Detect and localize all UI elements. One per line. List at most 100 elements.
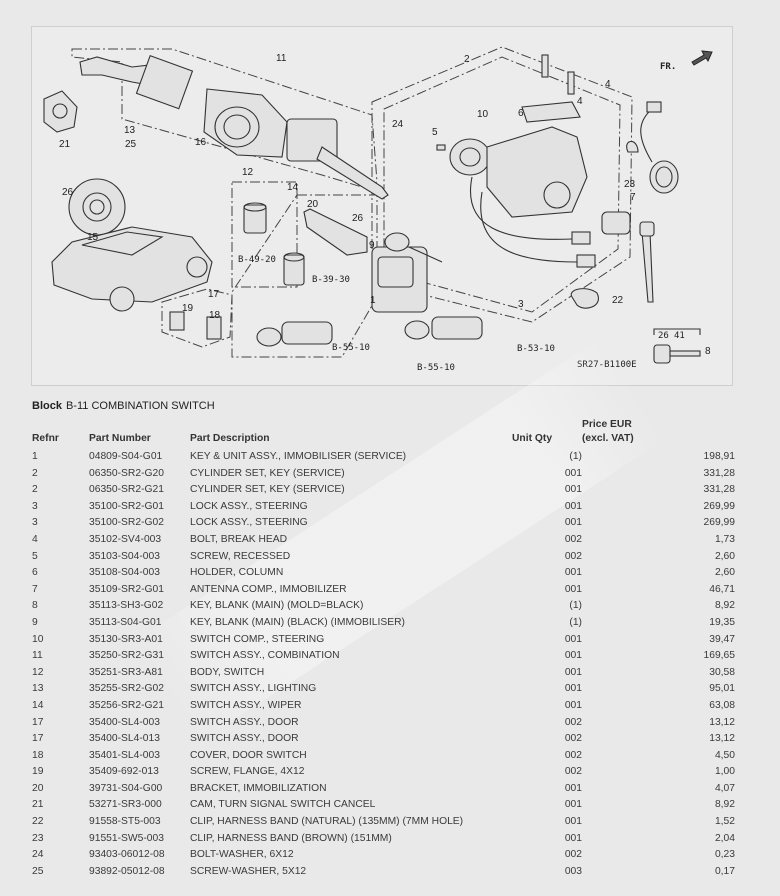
- cell-description: SCREW, FLANGE, 4X12: [190, 766, 305, 778]
- callout-18: 18: [209, 310, 221, 321]
- cell-part-number[interactable]: 04809-S04-G01: [89, 451, 163, 462]
- key-case-drawing: [371, 232, 443, 313]
- key-dim-26: 26: [658, 331, 669, 341]
- bolt-drawing: [436, 54, 575, 151]
- cell-part-number[interactable]: 35401-SL4-003: [89, 749, 160, 761]
- cell-description: SWITCH ASSY., DOOR: [190, 733, 299, 745]
- key-dim-41: 41: [674, 331, 685, 341]
- cell-part-number[interactable]: 35113-S04-G01: [89, 616, 162, 628]
- cell-part-number[interactable]: 35251-SR3-A81: [89, 666, 163, 678]
- cell-refnr: 20: [32, 782, 44, 794]
- callout-2: 2: [464, 54, 470, 65]
- cell-description: HOLDER, COLUMN: [190, 567, 284, 579]
- cell-part-number[interactable]: 35109-SR2-G01: [89, 583, 164, 595]
- cell-refnr: 4: [32, 533, 38, 545]
- callout-17: 17: [208, 289, 220, 300]
- cell-price: 8,92: [714, 600, 735, 612]
- cell-part-number[interactable]: 35255-SR2-G02: [89, 683, 164, 695]
- wiper-switch-drawing: [286, 118, 389, 200]
- cell-description: LOCK ASSY., STEERING: [190, 517, 308, 529]
- cell-part-number[interactable]: 53271-SR3-000: [89, 799, 162, 811]
- callout-12: 12: [242, 167, 254, 178]
- table-row[interactable]: 7 35109-SR2-G01 ANTENNA COMP., IMMOBILIZER…: [32, 582, 742, 599]
- cell-refnr: 7: [32, 583, 38, 595]
- ref-link-b-39-30[interactable]: B-39-30: [312, 275, 350, 285]
- callout-4: 4: [605, 79, 611, 90]
- cell-price: 39,47: [709, 633, 735, 645]
- callout-3: 3: [518, 299, 524, 310]
- cell-part-number[interactable]: 35256-SR2-G21: [89, 699, 164, 711]
- cell-part-number[interactable]: 35250-SR2-G31: [89, 650, 164, 662]
- cell-part-number[interactable]: 39731-S04-G00: [89, 782, 163, 794]
- cell-unit-qty: 002: [564, 749, 582, 761]
- cancel-cam-drawing: [43, 90, 78, 133]
- lighting-switch-drawing: [79, 54, 194, 110]
- cell-price: 269,99: [703, 517, 736, 529]
- cell-part-number[interactable]: 91551-SW5-003: [89, 832, 164, 844]
- cell-part-number[interactable]: 06350-SR2-G21: [89, 484, 164, 496]
- cell-description: CYLINDER SET, KEY (SERVICE): [190, 467, 345, 479]
- key-cylinder-drawing: [243, 202, 483, 347]
- cell-part-number[interactable]: 91558-ST5-003: [89, 816, 161, 828]
- cell-part-number[interactable]: 35400-SL4-003: [89, 716, 160, 728]
- cell-refnr: 17: [32, 716, 44, 728]
- cell-part-number[interactable]: 35103-S04-003: [89, 550, 160, 562]
- cell-part-number[interactable]: 93892-05012-08: [89, 865, 165, 877]
- cell-part-number[interactable]: 93403-06012-08: [89, 849, 165, 861]
- cell-description: BOLT, BREAK HEAD: [190, 533, 288, 545]
- cell-description: KEY & UNIT ASSY., IMMOBILISER (SERVICE): [190, 451, 407, 462]
- cell-part-number[interactable]: 35130-SR3-A01: [89, 633, 163, 645]
- cell-part-number[interactable]: 35400-SL4-013: [89, 733, 160, 745]
- callout-20: 20: [307, 199, 319, 210]
- cell-part-number[interactable]: 35100-SR2-G01: [89, 500, 164, 512]
- ref-link-b-53-10[interactable]: B-53-10: [517, 344, 555, 354]
- cell-description: CYLINDER SET, KEY (SERVICE): [190, 484, 345, 496]
- ref-link-b-55-10b[interactable]: B-55-10: [417, 363, 455, 373]
- cell-part-number[interactable]: 35113-SH3-G02: [89, 600, 164, 612]
- cell-part-number[interactable]: 35102-SV4-003: [89, 533, 162, 545]
- cell-unit-qty: 001: [564, 500, 582, 512]
- cell-part-number[interactable]: 35108-S04-003: [89, 567, 160, 579]
- cell-price: 19,35: [709, 616, 735, 628]
- callout-24: 24: [392, 119, 404, 130]
- cell-refnr: 8: [32, 600, 38, 612]
- cell-part-number[interactable]: 35409-692-013: [89, 766, 159, 778]
- cell-part-number[interactable]: 06350-SR2-G20: [89, 467, 164, 479]
- ref-link-b-55-10[interactable]: B-55-10: [332, 343, 370, 353]
- cell-price: 2,60: [714, 550, 735, 562]
- ref-link-b-49-20[interactable]: B-49-20: [238, 255, 276, 265]
- cell-refnr: 10: [32, 633, 44, 645]
- switch-body-drawing: [203, 88, 288, 158]
- cell-part-number[interactable]: 35100-SR2-G02: [89, 517, 164, 529]
- cell-description: ANTENNA COMP., IMMOBILIZER: [190, 583, 347, 595]
- cell-unit-qty: (1): [569, 600, 582, 612]
- cell-description: BODY, SWITCH: [190, 666, 265, 678]
- cell-description: SWITCH ASSY., COMBINATION: [190, 650, 340, 662]
